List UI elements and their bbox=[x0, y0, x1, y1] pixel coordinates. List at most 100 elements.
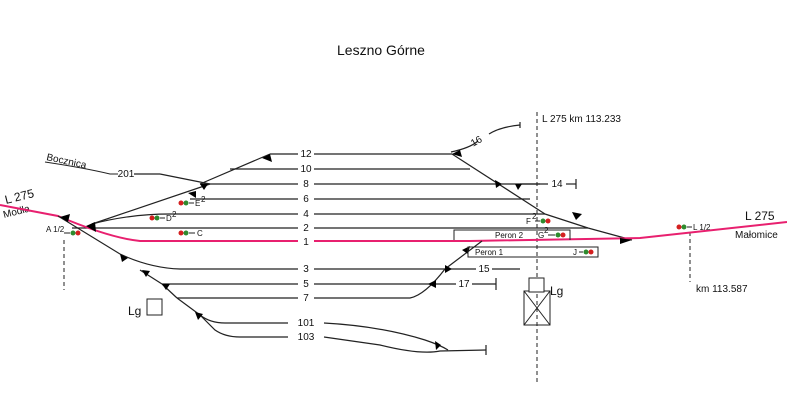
left-ladder-upper bbox=[91, 183, 211, 225]
track-label-201: 201 bbox=[118, 169, 135, 180]
signal-d-lamp-green bbox=[154, 215, 160, 221]
track-201-left bbox=[44, 161, 118, 175]
signal-e-label: E bbox=[195, 199, 200, 208]
building-lg-left-box bbox=[146, 298, 163, 316]
km-label-right: km 113.587 bbox=[696, 284, 748, 295]
signal-l-label: L 1/2 bbox=[693, 223, 711, 232]
frog-marker bbox=[572, 212, 582, 220]
platform-2-outline bbox=[453, 229, 571, 240]
building-lg-right-box bbox=[528, 277, 545, 293]
frog-marker bbox=[162, 284, 170, 290]
signal-l-lamp-red bbox=[676, 224, 682, 230]
direction-label-right: Małomice bbox=[735, 230, 778, 241]
signal-f-lamp-green bbox=[540, 218, 546, 224]
signal-c: C bbox=[178, 229, 203, 238]
signal-g-sup: 2 bbox=[544, 226, 549, 235]
frog-marker bbox=[495, 180, 502, 188]
signal-a-label: A 1/2 bbox=[46, 225, 65, 234]
signal-f: F 2 bbox=[526, 212, 551, 226]
platform-2-label: Peron 2 bbox=[495, 231, 524, 240]
track-label-101: 101 bbox=[298, 318, 315, 329]
signal-d-sup: 2 bbox=[172, 210, 177, 219]
frog-marker bbox=[188, 191, 196, 198]
signal-d-lamp-red bbox=[149, 215, 155, 221]
track-3-junction bbox=[444, 240, 483, 270]
signal-f-lamp-red bbox=[545, 218, 551, 224]
signal-l-lamp-green bbox=[681, 224, 687, 230]
signal-g: G 2 bbox=[538, 226, 566, 240]
frog-marker bbox=[120, 254, 128, 262]
track-3-left bbox=[57, 215, 298, 270]
signal-e: E 2 bbox=[178, 195, 206, 208]
signal-g-lamp-red bbox=[560, 232, 566, 238]
signal-a-lamp-green bbox=[70, 230, 76, 236]
track-label-12: 12 bbox=[300, 149, 312, 160]
signal-a: A 1/2 bbox=[46, 225, 81, 236]
track-label-1: 1 bbox=[303, 237, 309, 248]
frog-marker bbox=[200, 184, 208, 190]
signal-d-label: D bbox=[166, 214, 172, 223]
track-7-right bbox=[314, 268, 446, 299]
signal-a-lamp-red bbox=[75, 230, 81, 236]
line-label-left: L 275 bbox=[3, 186, 35, 207]
signal-e-sup: 2 bbox=[201, 195, 206, 204]
building-lg-right: Lg bbox=[523, 277, 563, 326]
right-ladder-lower bbox=[544, 213, 589, 229]
left-ladder-top bbox=[199, 153, 271, 185]
building-lg-right-cross-b bbox=[523, 290, 551, 326]
track-label-2: 2 bbox=[303, 223, 309, 234]
building-lg-left-label: Lg bbox=[128, 304, 141, 318]
frog-marker bbox=[142, 270, 150, 277]
track-4-left bbox=[91, 213, 298, 225]
frog-marker bbox=[262, 154, 272, 162]
signal-j-lamp-green bbox=[583, 249, 589, 255]
frog-marker bbox=[620, 238, 632, 244]
frog-marker bbox=[452, 150, 462, 157]
main-line-track-1 bbox=[0, 204, 787, 242]
siding-name-label: Bocznica bbox=[45, 152, 87, 171]
frog-marker bbox=[428, 280, 436, 288]
track-label-4: 4 bbox=[303, 209, 309, 220]
track-103-right bbox=[323, 336, 487, 353]
track-201-junction bbox=[159, 173, 211, 185]
signal-l: L 1/2 bbox=[676, 223, 711, 232]
frog-marker bbox=[435, 341, 441, 350]
km-label-top: L 275 km 113.233 bbox=[542, 114, 621, 125]
platform-1-label: Peron 1 bbox=[475, 248, 504, 257]
signal-c-label: C bbox=[197, 229, 203, 238]
track-101-right bbox=[323, 322, 449, 351]
frog-marker bbox=[445, 265, 452, 273]
track-label-10: 10 bbox=[300, 164, 312, 175]
signal-j-lamp-red bbox=[588, 249, 594, 255]
track-103-left bbox=[199, 314, 288, 338]
line-label-right: L 275 bbox=[745, 209, 775, 223]
signal-j: J bbox=[573, 248, 594, 257]
track-label-3: 3 bbox=[303, 264, 309, 275]
track-label-17: 17 bbox=[458, 279, 470, 290]
frog-marker bbox=[515, 184, 522, 190]
track-label-14: 14 bbox=[551, 179, 563, 190]
track-label-7: 7 bbox=[303, 293, 309, 304]
track-label-16: 16 bbox=[469, 134, 485, 149]
track-label-5: 5 bbox=[303, 279, 309, 290]
frog-marker bbox=[60, 214, 70, 222]
frog-marker bbox=[86, 222, 96, 232]
track-101-left bbox=[176, 297, 288, 324]
track-label-6: 6 bbox=[303, 194, 309, 205]
platform-1-outline bbox=[467, 246, 599, 258]
signal-d: D 2 bbox=[149, 210, 177, 223]
track-16-upper bbox=[488, 124, 521, 135]
track-label-15: 15 bbox=[478, 264, 490, 275]
signal-c-lamp-red bbox=[178, 230, 184, 236]
track-1-label-bg bbox=[298, 235, 314, 247]
signal-e-lamp-green bbox=[183, 200, 189, 206]
signal-j-label: J bbox=[573, 248, 577, 257]
signal-g-lamp-green bbox=[555, 232, 561, 238]
signal-f-label: F bbox=[526, 217, 531, 226]
building-lg-left: Lg bbox=[128, 298, 163, 318]
track-label-8: 8 bbox=[303, 179, 309, 190]
signal-f-sup: 2 bbox=[532, 212, 537, 221]
signal-c-lamp-green bbox=[183, 230, 189, 236]
track-label-103: 103 bbox=[298, 332, 315, 343]
